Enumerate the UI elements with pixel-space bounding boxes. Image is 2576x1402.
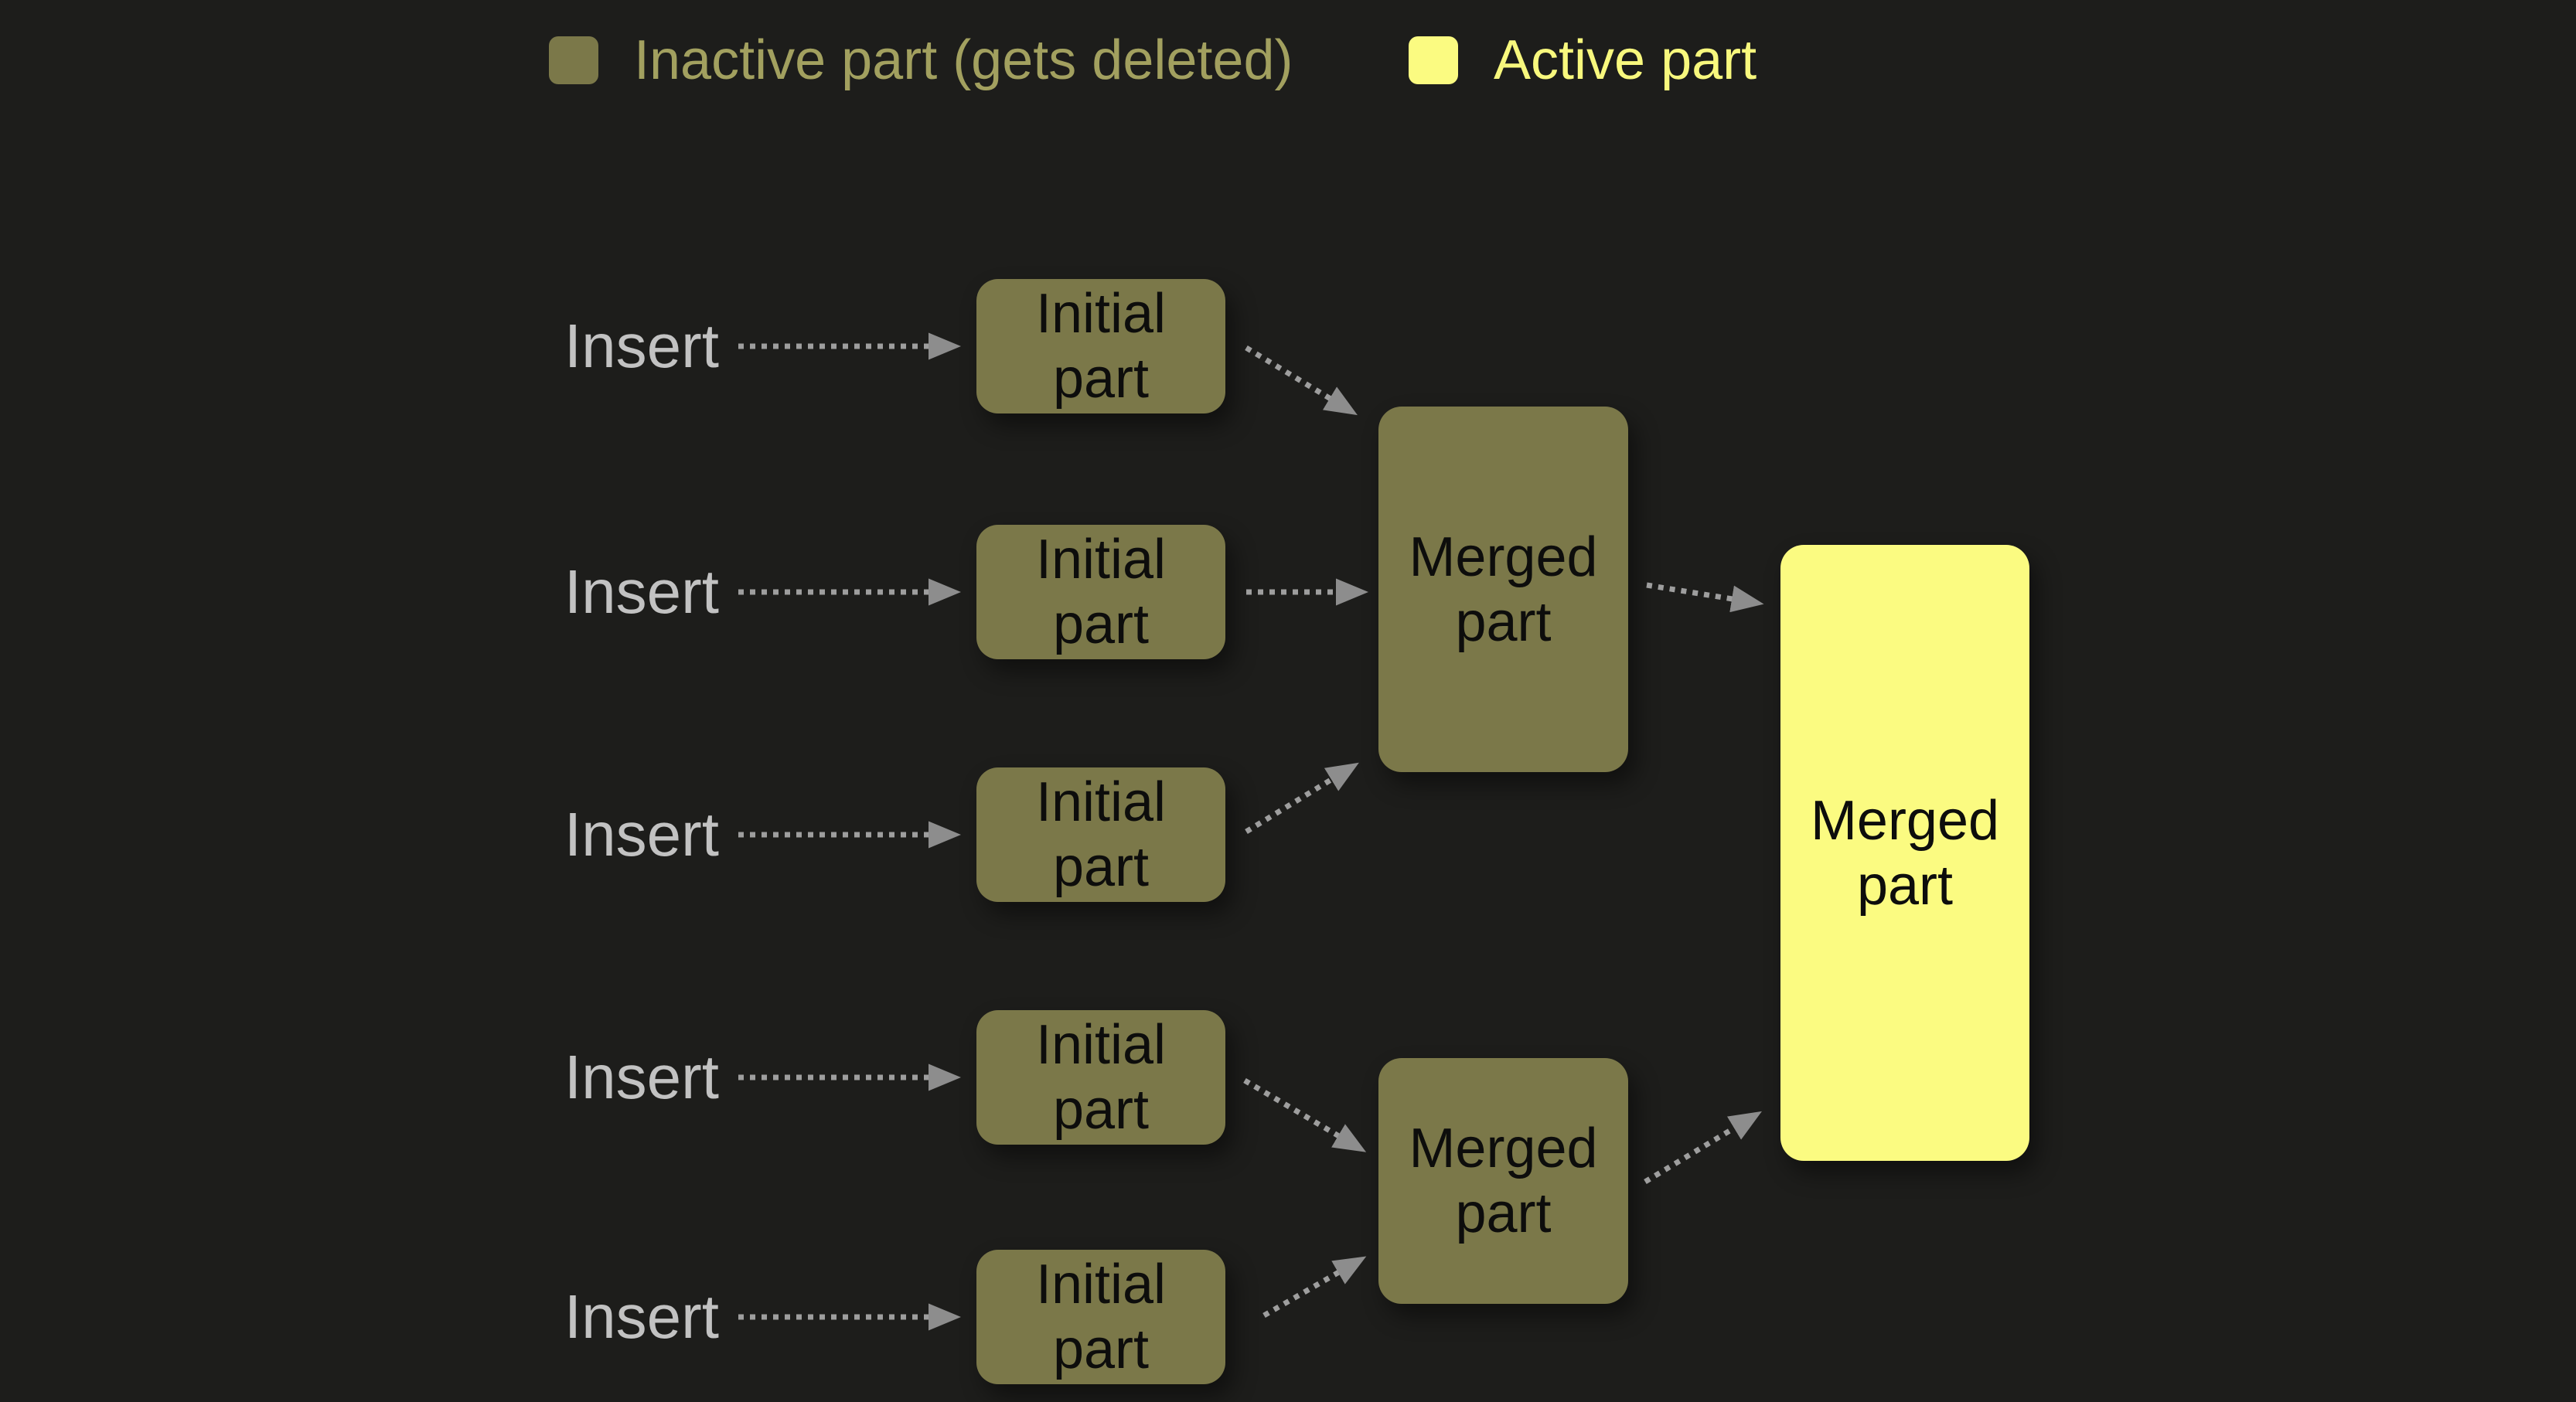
merged-part-node-1: Merged part — [1378, 407, 1628, 772]
initial-part-node-1: Initial part — [976, 279, 1225, 413]
node-label: Initial part — [1035, 283, 1167, 410]
node-label: Initial part — [1035, 1254, 1167, 1380]
node-label: Initial part — [1035, 529, 1167, 655]
legend-item-active: Active part — [1409, 31, 1757, 90]
initial-part-node-3: Initial part — [976, 767, 1225, 902]
active-swatch-icon — [1409, 36, 1458, 84]
merged-part-node-2: Merged part — [1378, 1058, 1628, 1304]
initial-part-node-2: Initial part — [976, 525, 1225, 659]
arrow-initial1-to-merged1 — [1245, 345, 1358, 416]
legend-item-inactive: Inactive part (gets deleted) — [549, 31, 1293, 90]
node-label: Merged part — [1810, 789, 2000, 917]
legend-label-inactive: Inactive part (gets deleted) — [634, 29, 1293, 91]
arrow-initial4-to-merged2 — [1243, 1077, 1367, 1152]
node-label: Merged part — [1409, 526, 1598, 653]
insert-label-1: Insert — [564, 311, 719, 380]
inactive-swatch-icon — [549, 36, 598, 84]
initial-part-node-4: Initial part — [976, 1010, 1225, 1145]
node-label: Initial part — [1035, 771, 1167, 898]
arrow-merged2-to-final — [1644, 1111, 1762, 1184]
node-label: Merged part — [1409, 1118, 1598, 1244]
insert-label-2: Insert — [564, 557, 719, 626]
insert-label-4: Insert — [564, 1043, 719, 1111]
arrow-initial3-to-merged1 — [1245, 762, 1359, 834]
arrow-merged1-to-final — [1646, 582, 1764, 613]
merged-part-node-final: Merged part — [1780, 545, 2029, 1161]
node-label: Initial part — [1035, 1014, 1167, 1141]
insert-label-3: Insert — [564, 800, 719, 869]
insert-label-5: Insert — [564, 1282, 719, 1351]
initial-part-node-5: Initial part — [976, 1250, 1225, 1384]
arrow-initial5-to-merged2 — [1262, 1256, 1367, 1319]
legend-label-active: Active part — [1494, 29, 1757, 91]
